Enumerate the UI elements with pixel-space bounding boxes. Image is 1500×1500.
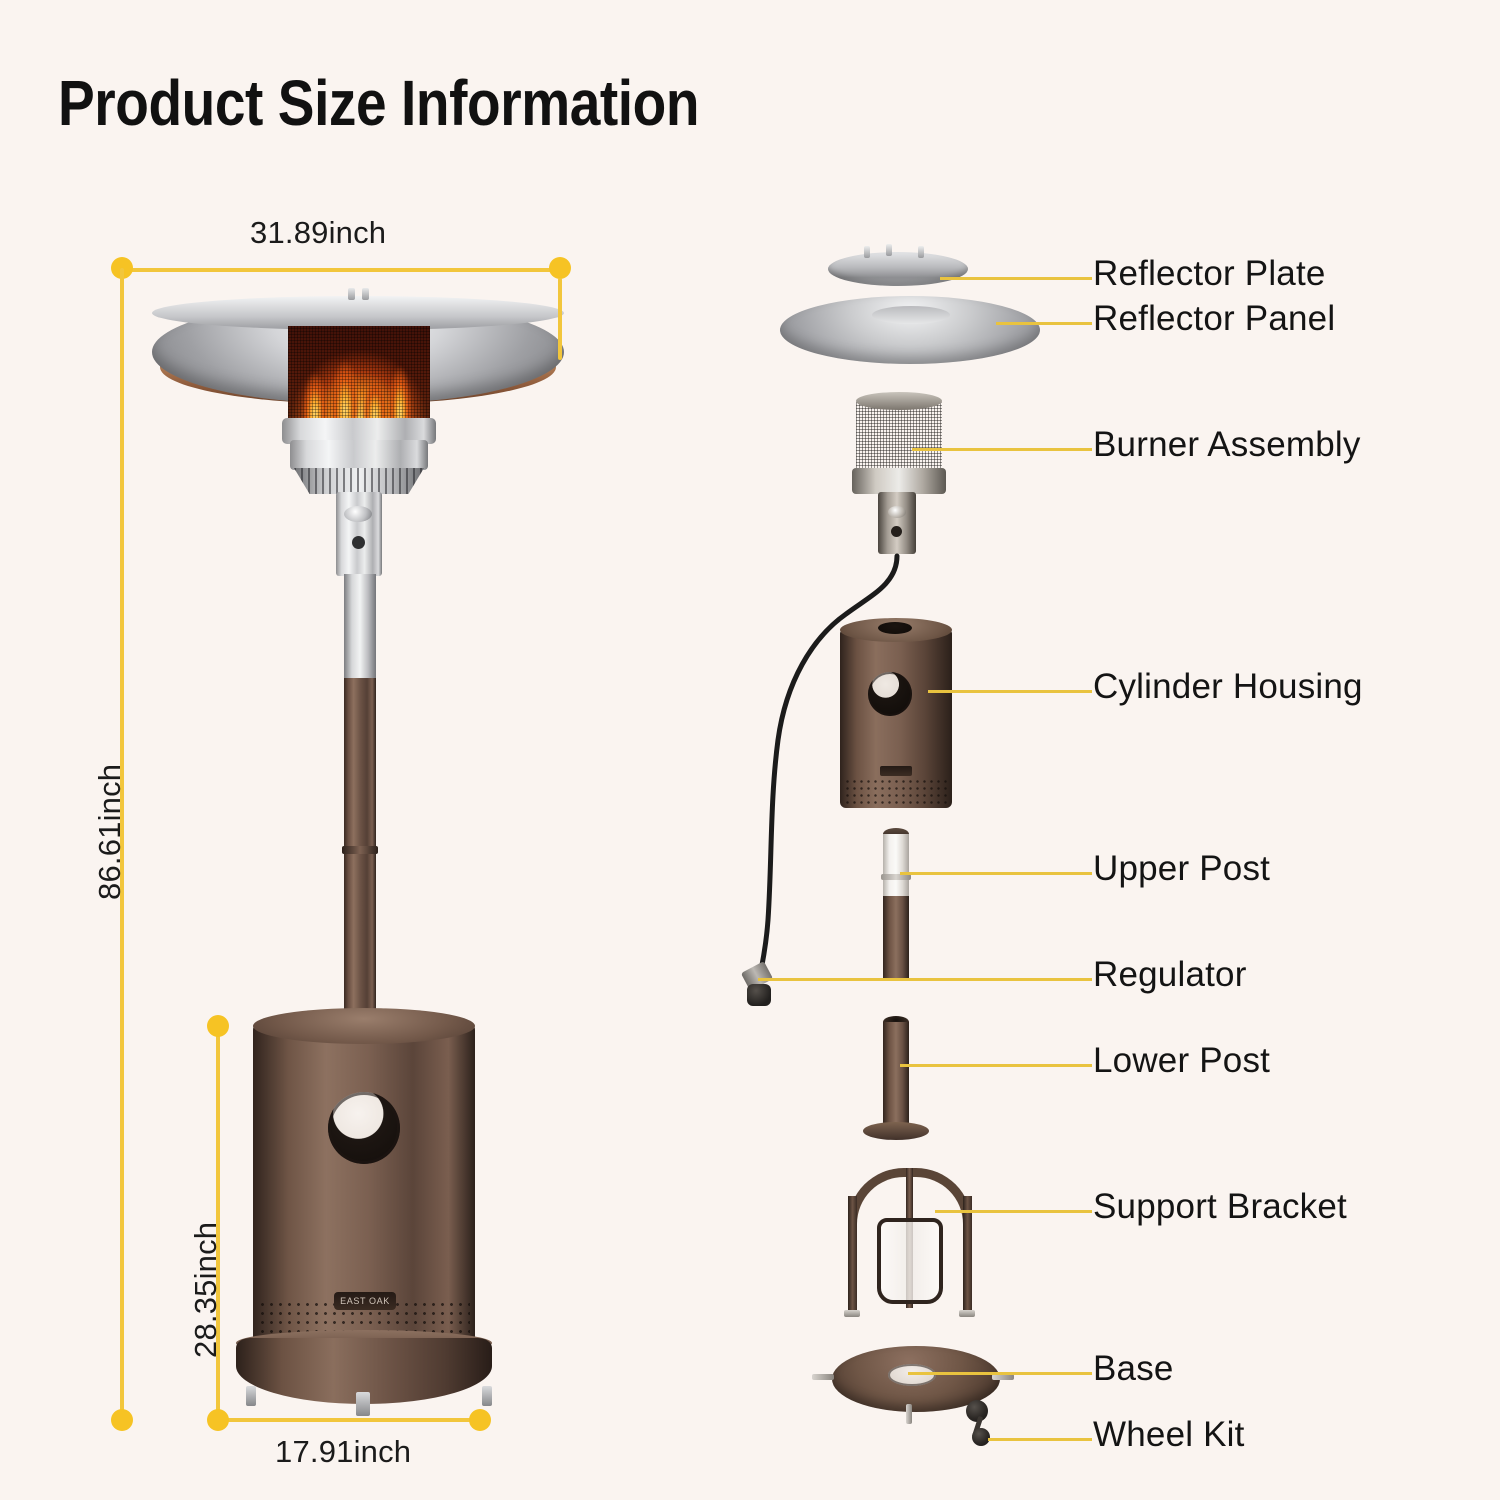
leader-line-upper-post: [900, 872, 1092, 875]
burner-valve-knob-icon: [888, 506, 906, 518]
leader-line-regulator: [758, 978, 1092, 981]
base-center-bolt-icon: [356, 1392, 370, 1416]
dimension-endpoint-dot: [469, 1409, 491, 1431]
dimension-endpoint-dot: [207, 1409, 229, 1431]
regulator-part: [747, 984, 771, 1006]
cylinder-access-hole: [328, 1092, 400, 1164]
canopy-bolt-icon: [348, 288, 355, 300]
leader-line-reflector-panel: [996, 322, 1092, 325]
dimension-tick: [558, 278, 562, 360]
reflector-plate-tab-icon: [886, 244, 892, 256]
base-bolt-icon: [246, 1386, 256, 1406]
reflector-plate-part: [828, 252, 968, 286]
dimension-label-width-base: 17.91inch: [275, 1434, 412, 1469]
post-joint: [342, 846, 378, 854]
wheel-icon: [972, 1428, 990, 1446]
callout-label-base: Base: [1093, 1349, 1174, 1388]
support-bracket-leg: [848, 1196, 857, 1314]
base-bolt-icon: [812, 1374, 834, 1380]
dimension-line-height-total: [120, 268, 124, 1420]
base-bolt-icon: [992, 1374, 1014, 1380]
cylinder-housing-badge: [880, 766, 912, 776]
upper-post-ring: [881, 874, 911, 880]
dimension-line-width-top: [122, 268, 560, 272]
support-bracket-foot-icon: [844, 1310, 860, 1317]
upper-post-part-lower: [883, 896, 909, 980]
callout-label-burner-assembly: Burner Assembly: [1093, 425, 1361, 464]
reflector-canopy-rim: [152, 296, 564, 330]
callout-label-lower-post: Lower Post: [1093, 1041, 1271, 1080]
callout-label-reflector-panel: Reflector Panel: [1093, 299, 1336, 338]
assembled-heater-illustration: EAST OAK: [0, 0, 640, 1500]
burner-valve-part: [878, 492, 916, 554]
cylinder-housing-access-hole: [868, 672, 912, 716]
cylinder-housing-top-hole: [878, 622, 912, 634]
lower-post-flange: [863, 1122, 929, 1140]
burner-mesh-part: [856, 398, 942, 472]
leader-line-base: [908, 1372, 1092, 1375]
dimension-label-height-base: 28.35inch: [188, 1221, 223, 1358]
base-bolt-icon: [482, 1386, 492, 1406]
dimension-label-width-top: 31.89inch: [250, 215, 387, 250]
upper-post-silver-section: [344, 574, 376, 680]
base-center-hole: [888, 1364, 936, 1386]
cylinder-housing-vents: [844, 778, 948, 804]
leader-line-wheel-kit: [988, 1438, 1092, 1441]
dimension-line-height-base: [216, 1026, 220, 1420]
leader-line-reflector-plate: [940, 277, 1092, 280]
exploded-parts-illustration: [700, 0, 1120, 1500]
lower-post-part: [883, 1022, 909, 1130]
page-title: Product Size Information: [58, 67, 700, 139]
callout-label-cylinder-housing: Cylinder Housing: [1093, 667, 1363, 706]
dimension-endpoint-dot: [549, 257, 571, 279]
control-knob-icon: [344, 506, 372, 522]
ignitor-port-icon: [352, 536, 365, 549]
support-bracket-cylinder-cage: [877, 1218, 943, 1304]
support-bracket-leg: [963, 1196, 972, 1314]
dimension-endpoint-dot: [111, 1409, 133, 1431]
canopy-bolt-icon: [362, 288, 369, 300]
burner-skirt: [294, 468, 424, 494]
post-bronze-section: [344, 678, 376, 1030]
brand-badge: EAST OAK: [334, 1292, 396, 1310]
burner-flame-screen: [288, 326, 430, 422]
cylinder-housing-top: [253, 1008, 475, 1044]
dimension-endpoint-dot: [207, 1015, 229, 1037]
burner-cap: [856, 392, 942, 410]
reflector-plate-tab-icon: [864, 246, 870, 258]
burner-collar-lower: [290, 440, 428, 470]
callout-label-upper-post: Upper Post: [1093, 849, 1271, 888]
callout-label-regulator: Regulator: [1093, 955, 1247, 994]
dimension-label-height-total: 86.61inch: [92, 763, 127, 900]
dimension-line-width-base: [216, 1418, 480, 1422]
reflector-panel-center-hole: [872, 306, 950, 324]
control-valve-body: [336, 492, 382, 576]
leader-line-lower-post: [900, 1064, 1092, 1067]
callout-label-reflector-plate: Reflector Plate: [1093, 254, 1326, 293]
support-bracket-foot-icon: [959, 1310, 975, 1317]
callout-label-wheel-kit: Wheel Kit: [1093, 1415, 1245, 1454]
burner-valve-port-icon: [891, 526, 902, 537]
leader-line-support-bracket: [935, 1210, 1092, 1213]
burner-collar-part: [852, 468, 946, 494]
leader-line-cylinder-housing: [928, 690, 1092, 693]
burner-collar-upper: [282, 418, 436, 444]
leader-line-burner-assembly: [912, 448, 1092, 451]
upper-post-part-upper: [883, 834, 909, 898]
callout-label-support-bracket: Support Bracket: [1093, 1187, 1347, 1226]
base-bolt-icon: [906, 1404, 912, 1424]
reflector-plate-tab-icon: [918, 246, 924, 258]
